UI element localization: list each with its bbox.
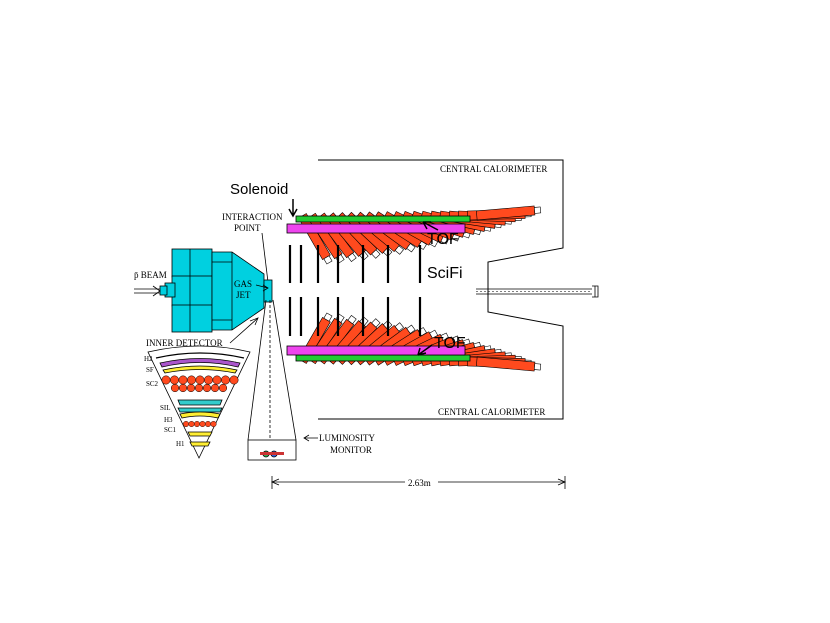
- sc2-cell: [229, 375, 239, 385]
- scale-bar: [270, 476, 567, 489]
- gas-jet-label: GAS: [234, 279, 252, 289]
- sc2-cell: [194, 383, 204, 393]
- layer-label-sc2: SC2: [146, 380, 159, 388]
- luminosity-arrow: [303, 434, 318, 442]
- layer-label-sil: SIL: [160, 404, 171, 412]
- calorimeter-block-pmt: [371, 318, 381, 328]
- layer-label-h2: H2: [144, 355, 153, 363]
- tof-label-bottom: TOF: [434, 335, 466, 352]
- gas-jet-target: [159, 248, 273, 333]
- calorimeter-block: [476, 356, 542, 372]
- sc2-cell: [218, 383, 228, 393]
- calorimeter-block-pmt: [533, 363, 542, 371]
- calorimeter-block-pmt: [533, 206, 542, 214]
- sc1-cell: [193, 421, 200, 428]
- scifi-label: SciFi: [427, 265, 463, 282]
- solenoid-bar-top: [295, 215, 471, 223]
- sc2-cell: [186, 383, 196, 393]
- tof-bar-top: [286, 223, 466, 234]
- tof-label-top: TOF: [427, 231, 459, 248]
- luminosity-monitor: [247, 299, 297, 461]
- calorimeter-block-pmt: [323, 312, 333, 322]
- layer-label-sc1: SC1: [164, 426, 177, 434]
- scifi-layers: [288, 245, 422, 336]
- sc2-cell: [170, 375, 179, 385]
- calorimeter-block-pmt: [323, 255, 333, 265]
- calorimeter-block-pmt: [394, 322, 404, 332]
- calorimeter-label-bottom: CENTRAL CALORIMETER: [438, 407, 545, 417]
- calorimeter-block: [335, 212, 381, 259]
- sc1-cell: [199, 421, 206, 428]
- beam-pipe: [476, 285, 599, 298]
- interaction-point-leader: [261, 232, 269, 283]
- solenoid-label: Solenoid: [230, 181, 288, 198]
- interaction-point-label: INTERACTION: [222, 212, 283, 222]
- calorimeter-block-pmt: [371, 249, 381, 259]
- calorimeter-block-pmt: [394, 245, 404, 255]
- solenoid-arrow: [288, 199, 298, 218]
- inner-detector-sc2-cells: [161, 375, 239, 393]
- calorimeter-block-pmt: [347, 315, 357, 325]
- sc1-cell: [204, 421, 211, 428]
- luminosity-label: LUMINOSITY: [319, 433, 375, 443]
- sc2-cell: [212, 375, 222, 385]
- gas-jet-label-2: JET: [236, 290, 251, 300]
- sc2-cell: [221, 375, 230, 385]
- sc1-cell: [182, 421, 189, 428]
- tof-bar-bottom: [286, 345, 466, 356]
- sc2-cell: [170, 383, 180, 393]
- calorimeter-block-pmt: [406, 324, 416, 334]
- tof-arrow-bottom: [417, 344, 433, 356]
- sc2-cell: [195, 375, 205, 385]
- sc1-cell: [188, 421, 195, 428]
- sc2-cell: [202, 383, 212, 393]
- scale-label: 2.63m: [408, 478, 431, 488]
- inner-detector-label: INNER DETECTOR: [146, 338, 223, 348]
- sc2-cell: [204, 375, 213, 385]
- pbar-beam-label: p̄ BEAM: [134, 270, 167, 280]
- sc2-cell: [178, 383, 188, 393]
- inner-detector-sc1-cells: [182, 421, 217, 428]
- calorimeter-block: [476, 205, 542, 221]
- luminosity-label-2: MONITOR: [330, 445, 372, 455]
- interaction-point-label-2: POINT: [234, 223, 261, 233]
- tof-arrow-top: [422, 221, 439, 231]
- calorimeter-label-top: CENTRAL CALORIMETER: [440, 164, 547, 174]
- solenoid-bar-bottom: [295, 354, 471, 362]
- sc2-cell: [161, 375, 171, 385]
- calorimeter-outline: [318, 159, 564, 420]
- sc2-cell: [187, 375, 196, 385]
- layer-label-sf: SF: [146, 366, 154, 374]
- beam-arrow: [134, 285, 161, 297]
- calorimeter-block-pmt: [347, 252, 357, 262]
- inner-detector-arrow: [229, 317, 259, 344]
- sc2-cell: [210, 383, 220, 393]
- layer-label-h1: H1: [176, 440, 185, 448]
- inner-detector-wedge: [147, 345, 251, 459]
- sc2-cell: [178, 375, 188, 385]
- gas-jet-arrow: [255, 284, 269, 292]
- layer-label-h3: H3: [164, 416, 173, 424]
- sc1-cell: [210, 421, 217, 428]
- calorimeter-block-pmt: [406, 243, 416, 253]
